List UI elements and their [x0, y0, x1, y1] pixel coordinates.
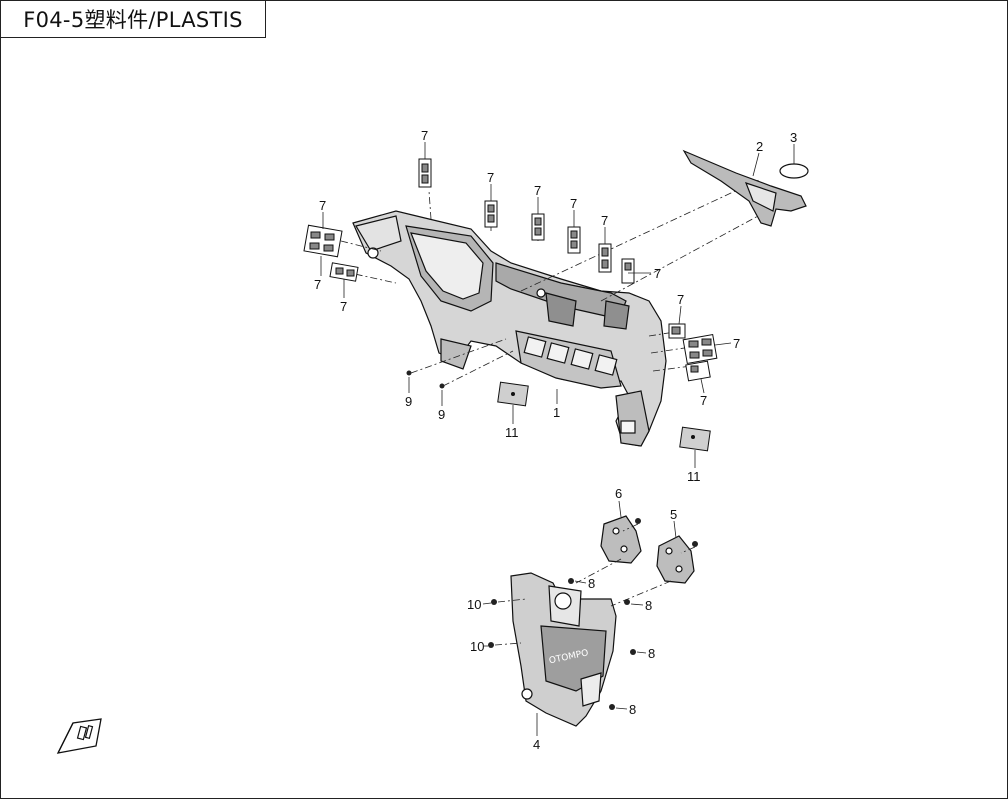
callout-8: 8	[629, 702, 636, 717]
screw-9-left	[406, 370, 412, 376]
main-body-panel	[352, 210, 667, 447]
part-4-front-cover: OTOMPO	[510, 572, 617, 727]
front-direction-arrow-icon	[56, 718, 102, 754]
callout-7: 7	[654, 266, 661, 281]
callout-7: 7	[319, 198, 326, 213]
callout-5: 5	[670, 507, 677, 522]
callout-7: 7	[340, 299, 347, 314]
callout-7: 7	[677, 292, 684, 307]
callout-7: 7	[733, 336, 740, 351]
callout-7: 7	[700, 393, 707, 408]
callout-8: 8	[648, 646, 655, 661]
part-5-bracket	[656, 535, 695, 584]
callout-7: 7	[601, 213, 608, 228]
callout-9: 9	[405, 394, 412, 409]
pad-11-left	[497, 381, 529, 407]
callout-4: 4	[533, 737, 540, 752]
callout-7: 7	[314, 277, 321, 292]
pad-11-right	[679, 426, 711, 452]
page-title: F04-5塑料件/PLASTIS	[1, 1, 266, 38]
callout-3: 3	[790, 130, 797, 145]
callout-9: 9	[438, 407, 445, 422]
part-3-o-ring	[779, 163, 809, 179]
callout-7: 7	[570, 196, 577, 211]
callout-7: 7	[487, 170, 494, 185]
part-6-bracket	[600, 515, 642, 564]
screws-8-group	[568, 518, 698, 710]
callout-7: 7	[421, 128, 428, 143]
callout-1: 1	[553, 405, 560, 420]
leader-lines	[320, 142, 795, 736]
callout-10: 10	[467, 597, 481, 612]
callout-10: 10	[470, 639, 484, 654]
callout-11: 11	[687, 469, 701, 484]
clip-fasteners-group	[303, 158, 718, 382]
part-2-side-bracket	[682, 149, 807, 227]
callout-8: 8	[645, 598, 652, 613]
screws-10-group	[488, 599, 497, 648]
callout-8: 8	[588, 576, 595, 591]
callout-7: 7	[534, 183, 541, 198]
callout-2: 2	[756, 139, 763, 154]
screw-9-right	[439, 383, 445, 389]
callout-numbers: 7 7 7 7 7 7 7 7 7 7 7 7 2 3 9 9 1 11 11 …	[314, 128, 797, 752]
callout-11: 11	[505, 425, 519, 440]
callout-6: 6	[615, 486, 622, 501]
